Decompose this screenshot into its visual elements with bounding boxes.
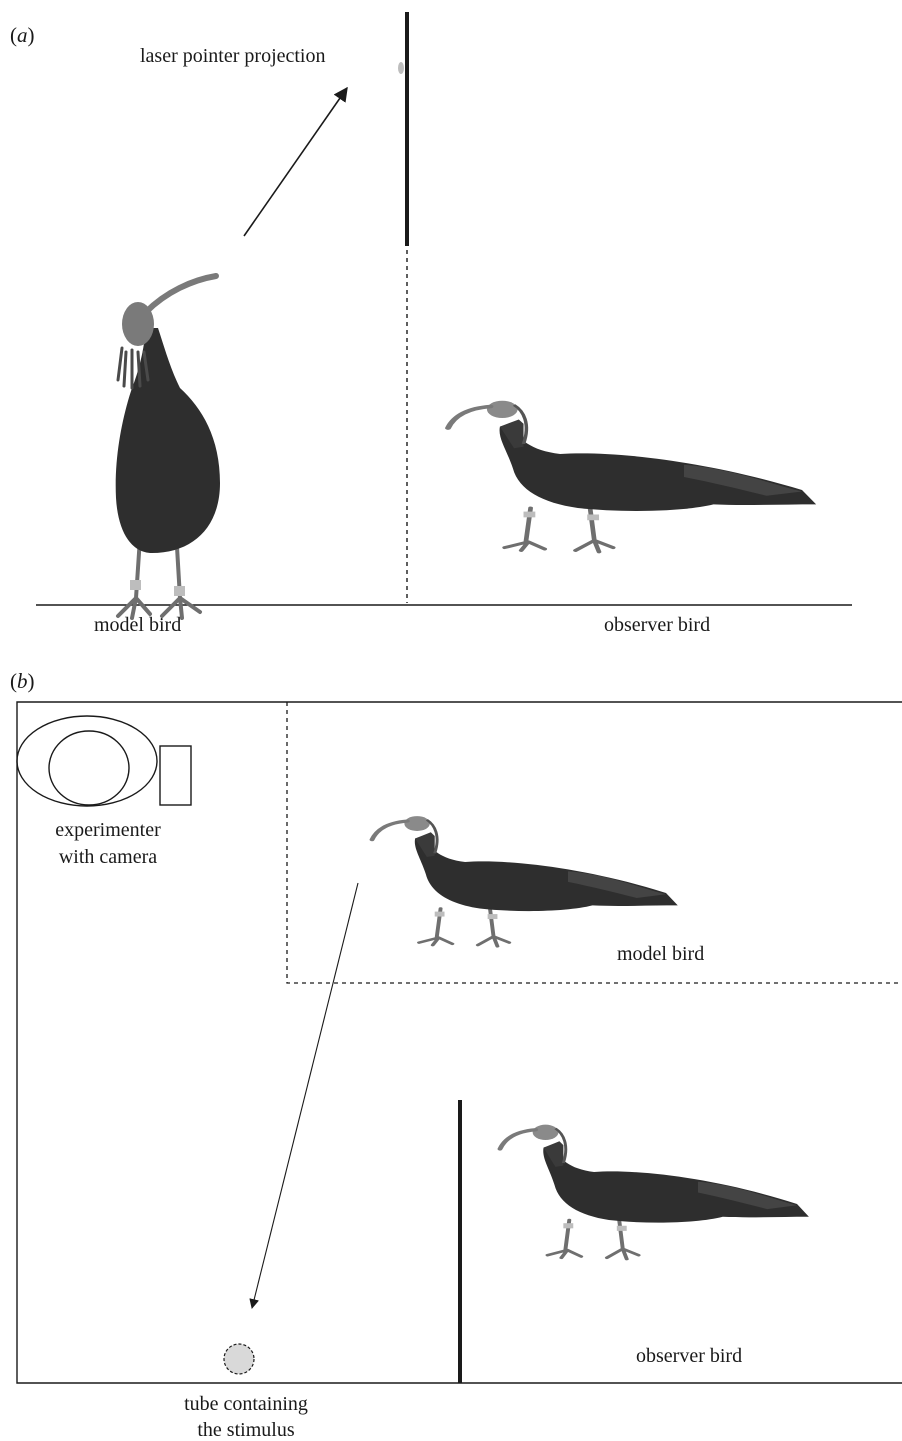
experimenter-label-line2: with camera bbox=[59, 846, 157, 868]
laser-pointer-label: laser pointer projection bbox=[140, 45, 326, 67]
ibis-walking-icon bbox=[500, 1125, 809, 1259]
experimenter-camera-icon bbox=[17, 716, 191, 806]
experimenter-label-line1: experimenter bbox=[55, 819, 161, 841]
panel-a-label: (a) bbox=[10, 23, 35, 47]
tube-label-line1: tube containing bbox=[184, 1393, 308, 1415]
model-bird-label-b: model bird bbox=[617, 943, 704, 965]
pointing-arrow bbox=[252, 883, 358, 1308]
laser-arrow bbox=[244, 88, 347, 236]
laser-dot bbox=[398, 62, 404, 74]
ibis-walking-icon bbox=[448, 401, 816, 552]
stimulus-tube-icon bbox=[224, 1344, 254, 1374]
observer-bird-label-b: observer bird bbox=[636, 1345, 742, 1367]
ibis-upright-icon bbox=[116, 276, 220, 618]
model-compartment-divider bbox=[287, 702, 902, 983]
model-bird-label-a: model bird bbox=[94, 614, 181, 636]
panel-b-label: (b) bbox=[10, 669, 35, 693]
observer-bird-label-a: observer bird bbox=[604, 614, 710, 636]
tube-label-line2: the stimulus bbox=[197, 1419, 294, 1441]
ibis-walking-icon bbox=[372, 816, 678, 946]
